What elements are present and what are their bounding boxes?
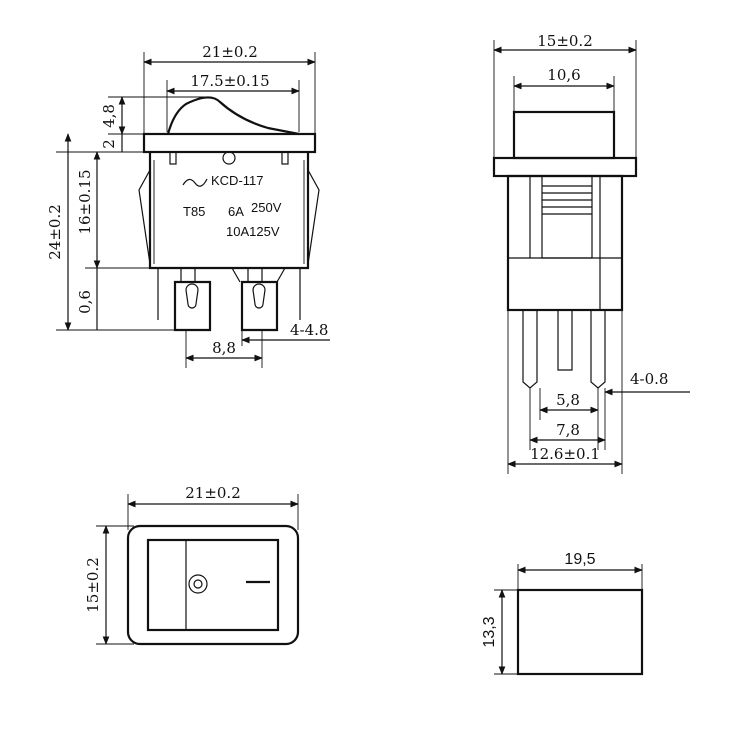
label-rating-2: 10A125V [226,224,280,239]
dim-inner-pitch: 5,8 [556,391,580,409]
front-body [148,152,310,270]
terminal-left [173,280,212,332]
dim-cutout-width: 19,5 [564,551,595,568]
label-rating-1-volt: 250V [251,200,282,215]
side-pin-3 [590,310,606,389]
top-bezel [126,524,300,646]
dim-terminal-pitch: 8,8 [212,339,236,357]
side-bezel [492,156,638,178]
brand-logo-icon [182,178,208,187]
dim-side-width: 15±0.2 [537,32,593,50]
rocker-actuator [166,96,300,136]
top-rocker [146,538,280,632]
dim-lower: 0,6 [76,290,94,314]
dim-total-height: 24±0.2 [46,204,64,260]
panel-cutout-view: 19,5 13,3 [481,551,644,676]
terminal-right [240,280,279,332]
dim-outer-width: 12.6±0.1 [530,445,600,463]
dim-pin-width: 4-0.8 [630,370,668,388]
cutout-rectangle [516,588,644,676]
dim-terminal-width: 4-4.8 [290,321,328,339]
side-pin-2 [557,310,573,371]
top-view: 21±0.2 15±0.2 [84,484,300,646]
side-body [506,174,624,312]
label-temp: T85 [183,204,205,219]
front-bezel [142,132,317,154]
off-symbol-icon [188,574,208,594]
dim-side-rocker: 10,6 [547,66,580,84]
label-brand: KCD-117 [211,173,264,188]
dim-body-height: 16±0.15 [76,169,94,234]
side-view: 15±0.2 10,6 5,8 7,8 [492,32,690,474]
dim-mid-pitch: 7,8 [556,421,580,439]
side-pin-1 [522,310,538,389]
dim-top-width: 21±0.2 [185,484,241,502]
dim-bezel-height: 2 [100,139,118,149]
label-rating-1-amp: 6A [228,204,244,219]
side-rocker [512,110,616,160]
dim-cutout-height: 13,3 [481,616,498,647]
dim-rocker-height: 4,8 [100,104,118,128]
dim-top-height: 15±0.2 [84,557,102,613]
dim-rocker-width: 17.5±0.15 [190,72,269,90]
front-view: 21±0.2 17.5±0.15 4,8 2 24±0.2 16±0.15 0,… [46,43,330,368]
dim-overall-width: 21±0.2 [202,43,258,61]
